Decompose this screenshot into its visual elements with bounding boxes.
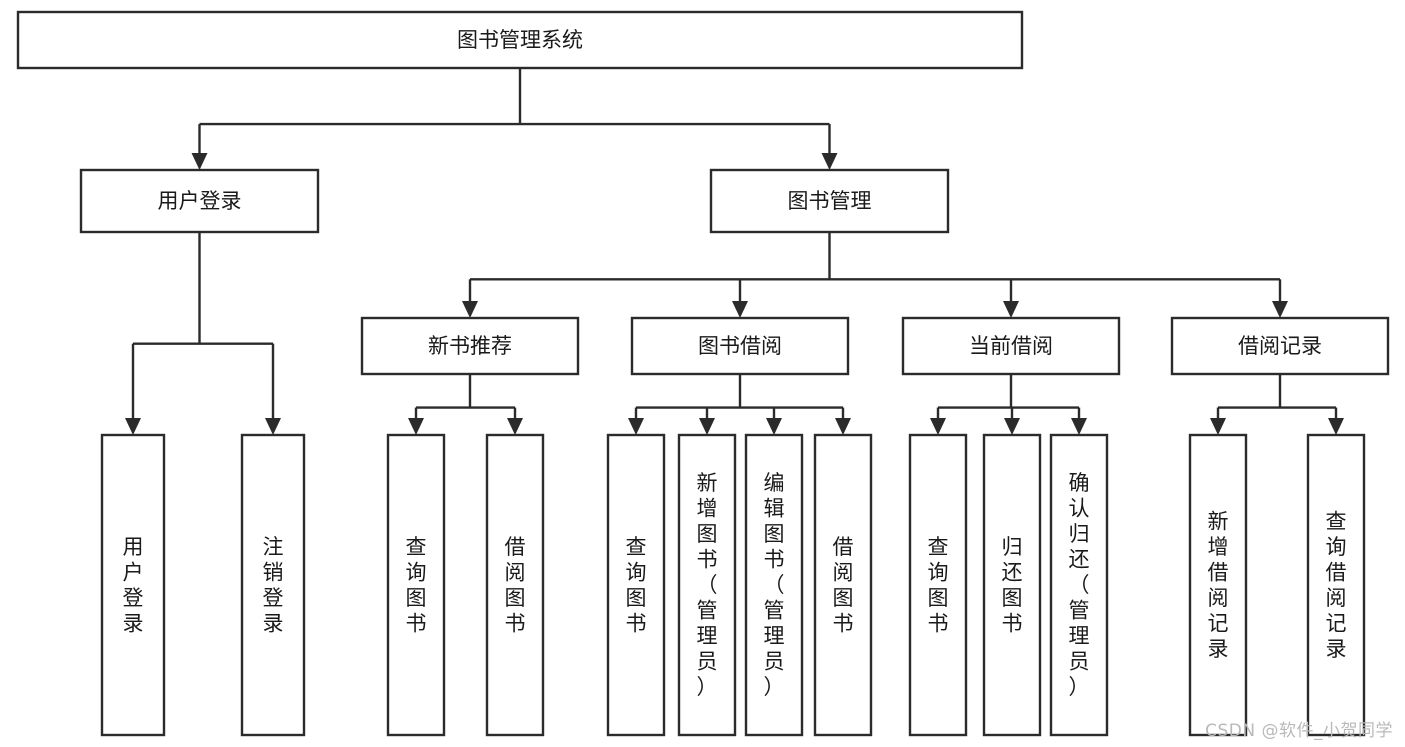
node-leaf-borrow-book[interactable]: 借阅图书	[813, 433, 873, 737]
node-bookmgmt[interactable]: 图书管理	[709, 168, 950, 234]
node-newbook[interactable]: 新书推荐	[360, 316, 580, 376]
node-borrow[interactable]: 图书借阅	[630, 316, 850, 376]
node-box[interactable]	[386, 433, 446, 737]
node-root[interactable]: 图书管理系统	[16, 10, 1024, 70]
node-box[interactable]	[982, 433, 1042, 737]
node-label: 借阅图书	[505, 535, 526, 636]
edge-group	[125, 232, 281, 435]
node-label: 图书管理系统	[457, 28, 583, 52]
edge-arrowhead	[699, 418, 715, 435]
node-box[interactable]	[1306, 433, 1366, 737]
node-box[interactable]	[630, 316, 850, 376]
edge-arrowhead	[821, 153, 838, 170]
node-label: 借阅图书	[833, 535, 854, 636]
edge-arrowhead	[125, 418, 141, 435]
edge-group	[191, 68, 838, 170]
edge-arrowhead	[507, 418, 523, 435]
node-record[interactable]: 借阅记录	[1170, 316, 1390, 376]
node-box[interactable]	[606, 433, 666, 737]
node-leaf-borrow-book-new[interactable]: 借阅图书	[485, 433, 545, 737]
node-label: 确认归还（管理员）	[1069, 471, 1090, 699]
node-box[interactable]	[709, 168, 950, 234]
node-label: 当前借阅	[969, 334, 1053, 358]
edge-group	[408, 374, 523, 435]
edge-arrowhead	[1328, 418, 1344, 435]
node-leaf-confirm-return[interactable]: 确认归还（管理员）	[1049, 433, 1109, 737]
node-login[interactable]: 用户登录	[79, 168, 320, 234]
node-label: 用户登录	[158, 189, 242, 213]
node-box[interactable]	[100, 433, 166, 737]
node-leaf-edit-book[interactable]: 编辑图书（管理员）	[744, 433, 804, 737]
edge-arrowhead	[732, 301, 748, 318]
edge-group	[930, 374, 1087, 435]
node-label: 编辑图书（管理员）	[764, 471, 785, 699]
edge-arrowhead	[930, 418, 946, 435]
node-box[interactable]	[1188, 433, 1248, 737]
node-box[interactable]	[16, 10, 1024, 70]
node-label: 查询借阅记录	[1326, 509, 1347, 661]
node-box[interactable]	[485, 433, 545, 737]
node-box[interactable]	[1170, 316, 1390, 376]
node-label: 用户登录	[123, 535, 144, 636]
node-box[interactable]	[360, 316, 580, 376]
node-label: 查询图书	[406, 535, 427, 636]
edge-arrowhead	[462, 301, 478, 318]
node-label: 图书借阅	[698, 334, 782, 358]
node-leaf-add-record[interactable]: 新增借阅记录	[1188, 433, 1248, 737]
node-label: 查询图书	[928, 535, 949, 636]
node-box[interactable]	[677, 433, 737, 737]
node-leaf-user-login[interactable]: 用户登录	[100, 433, 166, 737]
edge-arrowhead	[766, 418, 782, 435]
node-leaf-query-record[interactable]: 查询借阅记录	[1306, 433, 1366, 737]
node-label: 归还图书	[1002, 535, 1023, 636]
edge-arrowhead	[1003, 301, 1019, 318]
node-leaf-add-book[interactable]: 新增图书（管理员）	[677, 433, 737, 737]
edge-group	[628, 374, 851, 435]
edge-arrowhead	[191, 153, 208, 170]
node-label: 查询图书	[626, 535, 647, 636]
node-box[interactable]	[240, 433, 306, 737]
watermark: CSDN @软件_小贺同学	[1205, 721, 1393, 741]
node-box[interactable]	[79, 168, 320, 234]
edge-arrowhead	[1071, 418, 1087, 435]
node-box[interactable]	[744, 433, 804, 737]
edge-arrowhead	[1004, 418, 1020, 435]
node-leaf-query-book-current[interactable]: 查询图书	[908, 433, 968, 737]
node-box[interactable]	[813, 433, 873, 737]
node-box[interactable]	[908, 433, 968, 737]
edge-arrowhead	[1210, 418, 1226, 435]
node-current[interactable]: 当前借阅	[901, 316, 1121, 376]
edge-arrowhead	[265, 418, 281, 435]
node-label: 注销登录	[263, 535, 284, 636]
node-box[interactable]	[901, 316, 1121, 376]
node-label: 新书推荐	[428, 334, 512, 358]
node-leaf-query-book-new[interactable]: 查询图书	[386, 433, 446, 737]
node-label: 新增图书（管理员）	[697, 471, 718, 699]
node-leaf-logout-login[interactable]: 注销登录	[240, 433, 306, 737]
node-leaf-query-book-borrow[interactable]: 查询图书	[606, 433, 666, 737]
node-box[interactable]	[1049, 433, 1109, 737]
node-label: 新增借阅记录	[1208, 509, 1229, 661]
edge-group	[1210, 374, 1344, 435]
node-label: 图书管理	[788, 189, 872, 213]
edge-arrowhead	[1272, 301, 1288, 318]
edge-arrowhead	[628, 418, 644, 435]
edge-group	[462, 232, 1288, 318]
edge-arrowhead	[835, 418, 851, 435]
node-label: 借阅记录	[1238, 334, 1322, 358]
node-leaf-return-book[interactable]: 归还图书	[982, 433, 1042, 737]
edge-arrowhead	[408, 418, 424, 435]
